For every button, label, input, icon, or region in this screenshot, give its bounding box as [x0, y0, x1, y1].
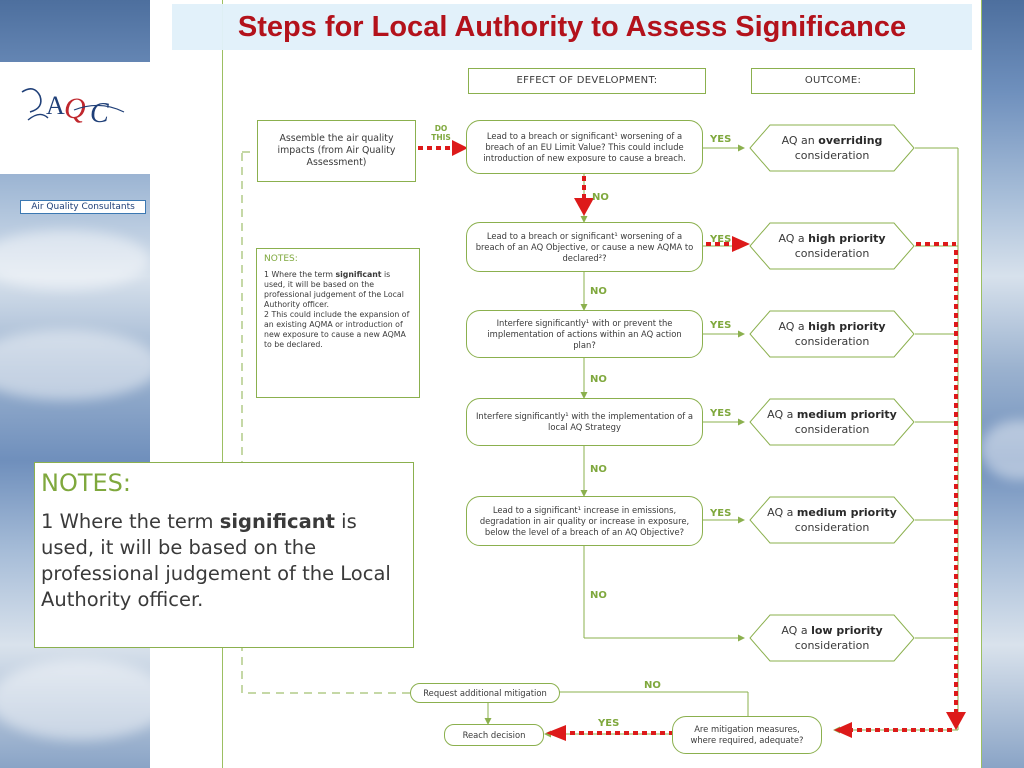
svg-text:A: A [46, 91, 65, 120]
no-label: NO [590, 286, 607, 297]
outcome-medium-priority-1: AQ a medium priority consideration [748, 398, 916, 446]
note-1-rest: is used, it will be based on the profess… [264, 270, 404, 309]
yes-label: YES [710, 134, 732, 145]
aqc-logo: A Q C Air Quality Consultants [0, 62, 150, 214]
sky-cloud [0, 330, 160, 400]
effect-header: EFFECT OF DEVELOPMENT: [468, 68, 706, 94]
outcome-overriding: AQ an overriding consideration [748, 124, 916, 172]
hexagon-shape-icon [749, 398, 915, 446]
outcome-suffix: consideration [794, 639, 870, 652]
outcome-prefix: AQ a [767, 506, 797, 519]
no-label: NO [644, 680, 661, 691]
effect-local-strategy: Interfere significantly¹ with the implem… [466, 398, 703, 446]
outcome-prefix: AQ a [778, 232, 809, 245]
note-2: 2 This could include the expansion of an… [264, 310, 410, 349]
outcome-level: overriding [818, 134, 883, 147]
note-1-term: significant [335, 270, 382, 279]
hexagon-shape-icon [749, 310, 915, 358]
outcome-low-priority: AQ a low priority consideration [748, 614, 916, 662]
effect-emissions-increase: Lead to a significant¹ increase in emiss… [466, 496, 703, 546]
hexagon-shape-icon [749, 222, 915, 270]
assemble-impacts-box: Assemble the air quality impacts (from A… [257, 120, 416, 182]
callout-note-rest: is used, it will be based on the profess… [41, 510, 391, 611]
outcome-suffix: consideration [794, 521, 870, 534]
note-1: 1 Where the term significant is used, it… [264, 270, 412, 310]
outcome-suffix: consideration [794, 335, 870, 348]
outcome-prefix: AQ a [781, 624, 812, 637]
outcome-level: medium priority [796, 408, 897, 421]
no-label: NO [590, 374, 607, 385]
request-mitigation-box: Request additional mitigation [410, 683, 560, 703]
outcome-high-priority-2: AQ a high priority consideration [748, 310, 916, 358]
yes-label: YES [710, 508, 732, 519]
callout-note-1: 1 Where the term significant is used, it… [41, 509, 407, 613]
no-label: NO [590, 464, 607, 475]
no-label: NO [592, 192, 609, 203]
outcome-prefix: AQ an [781, 134, 819, 147]
outcome-level: low priority [811, 624, 883, 637]
effect-aq-objective: Lead to a breach or significant¹ worseni… [466, 222, 703, 272]
outcome-level: high priority [808, 320, 886, 333]
diagram-notes-box: NOTES: 1 Where the term significant is u… [256, 248, 420, 398]
yes-label: YES [710, 234, 732, 245]
yes-label: YES [598, 718, 620, 729]
sky-cloud [0, 660, 170, 740]
logo-subtitle: Air Quality Consultants [20, 200, 146, 214]
hexagon-shape-icon [749, 614, 915, 662]
effect-eu-limit: Lead to a breach or significant¹ worseni… [466, 120, 703, 174]
callout-heading: NOTES: [41, 469, 131, 497]
outcome-suffix: consideration [794, 149, 870, 162]
outcome-suffix: consideration [794, 247, 870, 260]
callout-note-text: 1 Where the term [41, 510, 220, 533]
notes-callout: NOTES: 1 Where the term significant is u… [34, 462, 414, 648]
effect-action-plan: Interfere significantly¹ with or prevent… [466, 310, 703, 358]
reach-decision-box: Reach decision [444, 724, 544, 746]
outcome-header: OUTCOME: [751, 68, 915, 94]
outcome-high-priority-1: AQ a high priority consideration [748, 222, 916, 270]
sky-cloud [0, 230, 150, 290]
no-label: NO [590, 590, 607, 601]
hexagon-shape-icon [749, 496, 915, 544]
callout-note-term: significant [219, 510, 335, 533]
aqc-logo-mark-icon: A Q C [21, 88, 125, 129]
outcome-level: high priority [808, 232, 886, 245]
outcome-suffix: consideration [794, 423, 870, 436]
svg-text:Q: Q [64, 92, 86, 125]
outcome-level: medium priority [796, 506, 897, 519]
mitigation-question-box: Are mitigation measures, where required,… [672, 716, 822, 754]
yes-label: YES [710, 320, 732, 331]
outcome-medium-priority-2: AQ a medium priority consideration [748, 496, 916, 544]
do-this-label: DO THIS [431, 124, 451, 142]
outcome-prefix: AQ a [767, 408, 797, 421]
outcome-prefix: AQ a [778, 320, 809, 333]
note-1-text: 1 Where the term [264, 270, 336, 279]
hexagon-shape-icon [749, 124, 915, 172]
notes-heading: NOTES: [264, 254, 298, 264]
page-title: Steps for Local Authority to Assess Sign… [172, 4, 972, 50]
yes-label: YES [710, 408, 732, 419]
